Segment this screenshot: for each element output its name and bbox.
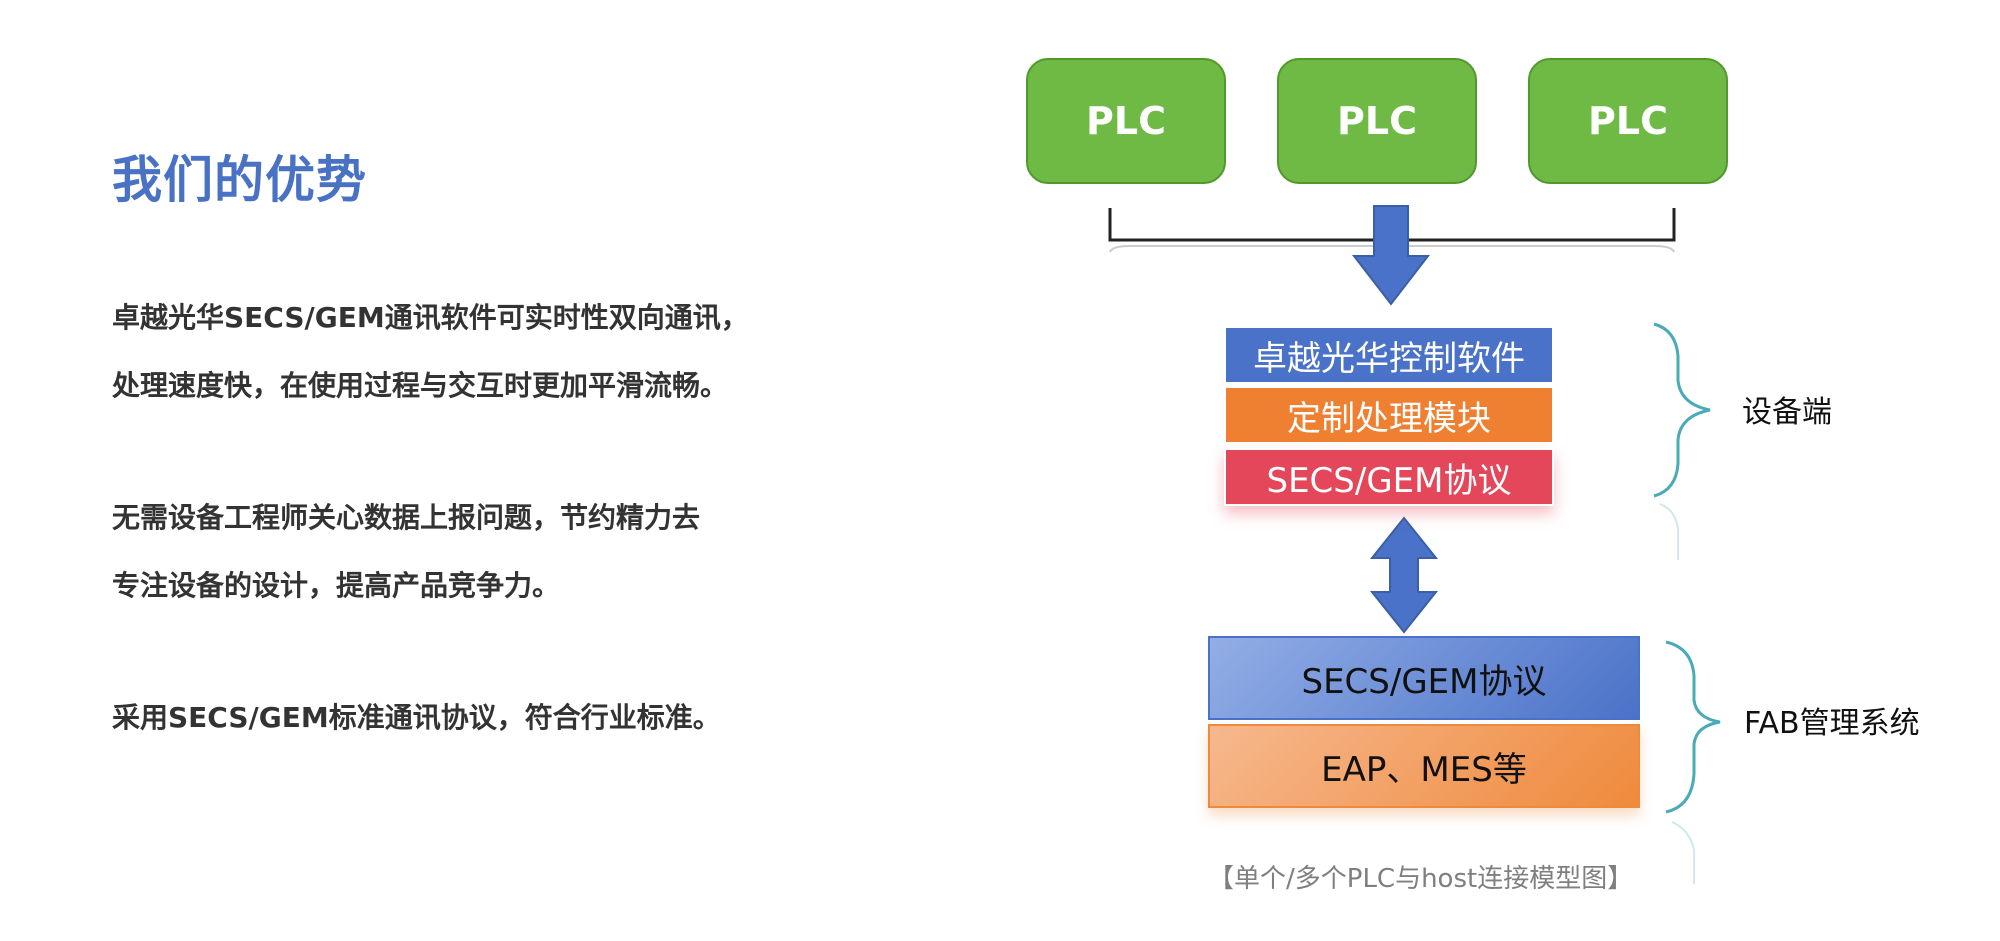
fab-brace-reflection	[1671, 821, 1695, 884]
diagram-caption: 【单个/多个PLC与host连接模型图】	[1208, 864, 1634, 894]
device-brace-icon	[1653, 322, 1711, 498]
device-brace-reflection	[1659, 503, 1679, 560]
section-title: 我们的优势	[112, 151, 367, 209]
plc-block: PLC	[1528, 58, 1728, 184]
fab-system-label: FAB管理系统	[1744, 706, 1920, 741]
advantage-paragraph-1: 卓越光华SECS/GEM通讯软件可实时性双向通讯， 处理速度快，在使用过程与交互…	[112, 284, 872, 420]
secs-gem-protocol-layer: SECS/GEM协议	[1224, 448, 1554, 506]
control-software-layer: 卓越光华控制软件	[1224, 326, 1554, 384]
paragraph-line: 卓越光华SECS/GEM通讯软件可实时性双向通讯，	[112, 301, 749, 334]
plc-block: PLC	[1026, 58, 1226, 184]
fab-eap-mes-layer: EAP、MES等	[1208, 724, 1640, 808]
custom-processing-layer: 定制处理模块	[1224, 386, 1554, 444]
paragraph-line: 处理速度快，在使用过程与交互时更加平滑流畅。	[112, 369, 729, 402]
paragraph-line: 采用SECS/GEM标准通讯协议，符合行业标准。	[112, 701, 721, 734]
plc-block: PLC	[1277, 58, 1477, 184]
fab-secs-gem-layer: SECS/GEM协议	[1208, 636, 1640, 720]
fab-brace-icon	[1665, 640, 1721, 814]
device-side-label: 设备端	[1742, 395, 1832, 430]
paragraph-line: 无需设备工程师关心数据上报问题，节约精力去	[112, 501, 701, 534]
advantage-paragraph-3: 采用SECS/GEM标准通讯协议，符合行业标准。	[112, 684, 872, 752]
advantage-paragraph-2: 无需设备工程师关心数据上报问题，节约精力去 专注设备的设计，提高产品竞争力。	[112, 484, 872, 620]
double-arrow-icon	[1369, 516, 1439, 634]
paragraph-line: 专注设备的设计，提高产品竞争力。	[112, 569, 561, 602]
down-arrow-icon	[1351, 205, 1431, 306]
